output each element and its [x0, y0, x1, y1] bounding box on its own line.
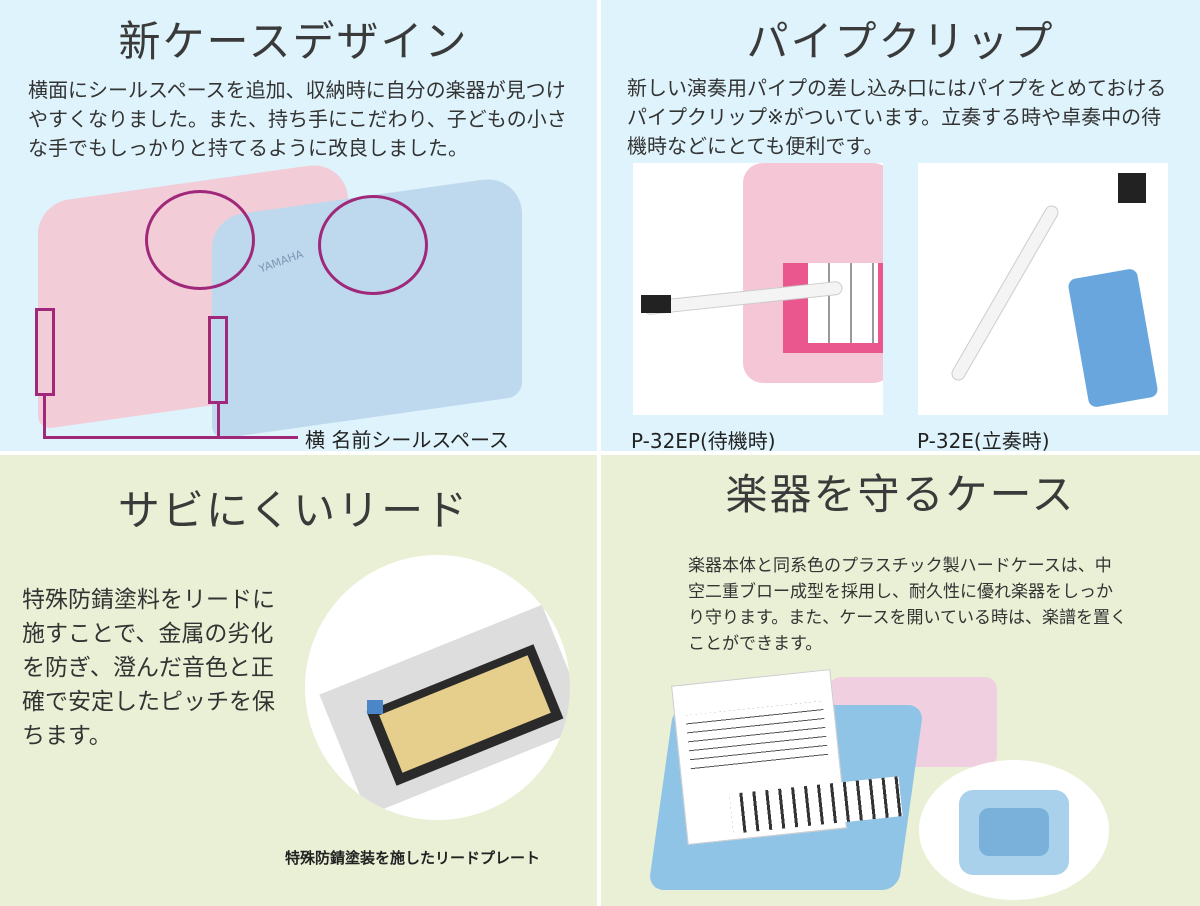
panel-rust-resistant-reed: サビにくいリード 特殊防錆塗料をリードに施すことで、金属の劣化を防ぎ、澄んだ音色…: [0, 455, 597, 906]
panel-title: サビにくいリード: [117, 486, 470, 535]
handle-highlight-circle: [145, 190, 255, 290]
panel-pipe-clip: パイプクリップ 新しい演奏用パイプの差し込み口にはパイプをとめておけるパイプクリ…: [601, 0, 1200, 451]
panel-protective-case: 楽器を守るケース 楽器本体と同系色のプラスチック製ハードケースは、中空二重ブロー…: [601, 455, 1200, 906]
panel-body: 特殊防錆塗料をリードに施すことで、金属の劣化を防ぎ、澄んだ音色と正確で安定したピ…: [22, 587, 275, 749]
panel-body: 楽器本体と同系色のプラスチック製ハードケースは、中空二重ブロー成型を採用し、耐久…: [688, 556, 1127, 654]
callout-line: [217, 404, 220, 438]
photo-caption: 特殊防錆塗装を施したリードプレート: [285, 849, 541, 867]
photo-caption: P-32EP(待機時): [631, 429, 776, 451]
callout-line: [43, 396, 46, 438]
sticker-space-highlight: [35, 308, 55, 396]
panel-body: 新しい演奏用パイプの差し込み口にはパイプをとめておけるパイプクリップ※がついてい…: [627, 76, 1167, 158]
panel-title: パイプクリップ: [746, 17, 1055, 66]
panel-title: 新ケースデザイン: [118, 17, 469, 66]
reed-plate-photo: [305, 555, 570, 820]
callout-line: [43, 436, 298, 439]
case-cross-section-photo: [919, 760, 1109, 900]
panel-body: 横面にシールスペースを追加、収納時に自分の楽器が見つけやすくなりました。また、持…: [28, 78, 567, 160]
photo-caption: P-32E(立奏時): [917, 429, 1050, 451]
handle-highlight-circle: [318, 195, 428, 295]
callout-label: 横 名前シールスペース: [305, 428, 509, 451]
sticker-space-highlight: [208, 316, 228, 404]
panel-new-case-design: 新ケースデザイン 横面にシールスペースを追加、収納時に自分の楽器が見つけやすくな…: [0, 0, 597, 451]
p32e-photo: [918, 163, 1168, 415]
panel-title: 楽器を守るケース: [725, 470, 1076, 519]
p32ep-photo: [633, 163, 883, 415]
